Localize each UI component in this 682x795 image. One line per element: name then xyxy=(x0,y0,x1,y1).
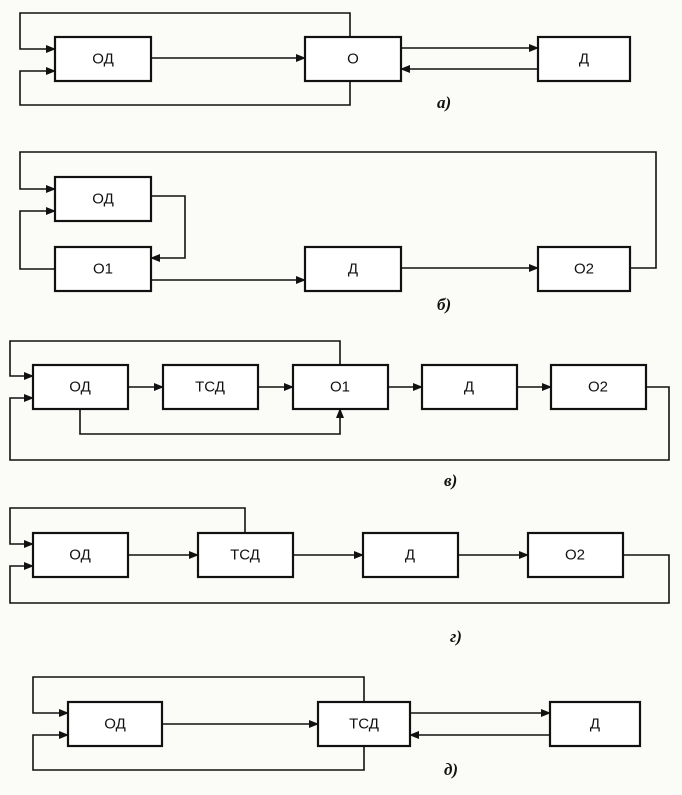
block-v-od: ОД xyxy=(31,363,130,411)
feedback-d-bottom xyxy=(32,731,365,771)
block-g-d-label: Д xyxy=(405,547,415,564)
block-b-o2: О2 xyxy=(536,245,632,293)
block-a-d: Д xyxy=(536,35,632,83)
block-v-od-label: ОД xyxy=(69,379,91,396)
bypass-v-od-to-o1 xyxy=(79,408,344,435)
diagram-a: ОД О Д а) xyxy=(19,12,632,112)
block-d-od: ОД xyxy=(66,700,164,748)
block-g-tsd: ТСД xyxy=(196,531,295,579)
feedback-d-top xyxy=(32,676,365,717)
diagram-g: ОД ТСД Д О2 г) xyxy=(9,507,670,646)
block-a-od: ОД xyxy=(53,35,153,83)
block-g-od-label: ОД xyxy=(69,547,91,564)
diagram-v: ОД ТСД О1 Д О2 в) xyxy=(9,340,670,490)
caption-a: а) xyxy=(437,93,451,112)
diagram-d: ОД ТСД Д д) xyxy=(32,676,642,779)
block-g-o2: О2 xyxy=(526,531,625,579)
block-a-od-label: ОД xyxy=(92,51,114,68)
feedback-b-o2-to-od xyxy=(19,151,657,269)
block-v-o2: О2 xyxy=(549,363,648,411)
caption-g: г) xyxy=(450,627,462,646)
feedback-a-bottom xyxy=(19,67,351,106)
block-b-d-label: Д xyxy=(348,261,358,278)
block-b-d: Д xyxy=(303,245,403,293)
feedback-g-o2-to-od xyxy=(9,554,670,604)
caption-v: в) xyxy=(444,471,457,490)
block-g-d: Д xyxy=(361,531,460,579)
block-g-o2-label: О2 xyxy=(565,547,585,564)
block-v-o1: О1 xyxy=(291,363,390,411)
diagram-b: ОД О1 Д О2 б) xyxy=(19,151,657,314)
block-v-o1-label: О1 xyxy=(330,379,350,396)
block-v-tsd: ТСД xyxy=(161,363,260,411)
feedback-a-top xyxy=(19,12,351,53)
block-a-o-label: О xyxy=(347,51,359,68)
feedback-v-o1-to-od xyxy=(9,340,341,380)
block-v-d: Д xyxy=(420,363,519,411)
block-v-d-label: Д xyxy=(464,379,474,396)
block-d-d-label: Д xyxy=(590,716,600,733)
block-d-d: Д xyxy=(548,700,642,748)
block-g-tsd-label: ТСД xyxy=(230,547,260,564)
block-d-od-label: ОД xyxy=(104,716,126,733)
block-d-tsd: ТСД xyxy=(316,700,412,748)
feedback-v-o2-to-od xyxy=(9,386,670,461)
block-v-tsd-label: ТСД xyxy=(195,379,225,396)
block-a-o: О xyxy=(303,35,403,83)
block-b-od: ОД xyxy=(53,175,153,223)
caption-b: б) xyxy=(437,295,451,314)
block-v-o2-label: О2 xyxy=(588,379,608,396)
block-b-o1-label: О1 xyxy=(93,261,113,278)
block-b-o1: О1 xyxy=(53,245,153,293)
block-g-od: ОД xyxy=(31,531,130,579)
caption-d: д) xyxy=(444,760,458,779)
block-a-d-label: Д xyxy=(579,51,589,68)
block-d-tsd-label: ТСД xyxy=(349,716,379,733)
block-b-od-label: ОД xyxy=(92,191,114,208)
feedback-b-o1-to-od xyxy=(19,207,56,270)
feedback-g-tsd-to-od xyxy=(9,507,246,548)
block-b-o2-label: О2 xyxy=(574,261,594,278)
arrow-b-od-to-o1 xyxy=(150,195,186,262)
